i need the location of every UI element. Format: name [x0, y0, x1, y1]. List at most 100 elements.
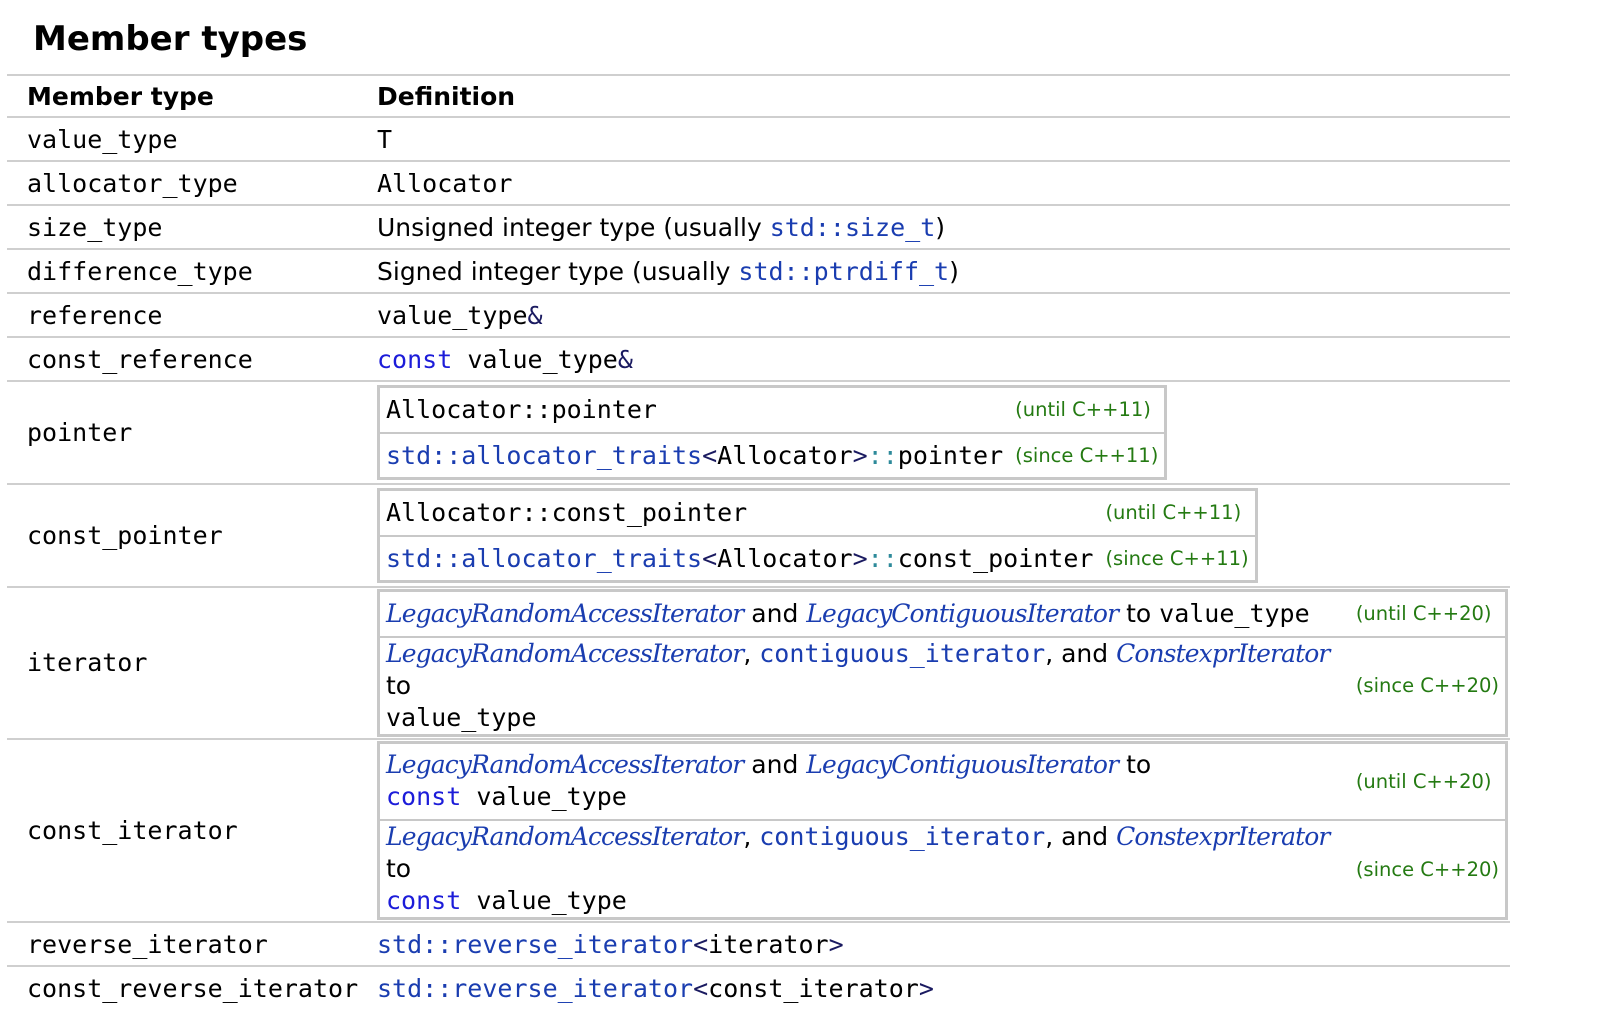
column-header-member-type: Member type: [7, 74, 377, 117]
page-title: Member types: [33, 19, 308, 59]
since-cxx20-badge: (since C++20): [1349, 819, 1507, 919]
conjunction-text: and: [743, 598, 807, 628]
until-cxx11-badge: (until C++11): [1015, 398, 1151, 422]
constexpr-iterator-link[interactable]: ConstexprIterator: [1116, 822, 1330, 851]
definition-text: Signed integer type (usually: [377, 256, 739, 286]
revision-row: LegacyRandomAccessIterator, contiguous_i…: [378, 635, 1507, 735]
table-row: iterator LegacyRandomAccessIterator and …: [7, 586, 1510, 739]
legacy-random-access-iterator-link[interactable]: LegacyRandomAccessIterator: [386, 750, 744, 780]
table-row: const_reference const value_type&: [7, 336, 1510, 381]
conjunction-text: to: [1118, 598, 1160, 628]
conjunction-text: to: [1118, 750, 1152, 780]
revision-table: LegacyRandomAccessIterator and LegacyCon…: [377, 589, 1508, 737]
value-type-code: value_type: [386, 702, 537, 732]
conjunction-text: and: [743, 750, 807, 780]
definition-text: ): [935, 212, 946, 242]
revision-text: LegacyRandomAccessIterator, contiguous_i…: [378, 635, 1350, 735]
revision-table: Allocator::pointer (until C++11) std::al…: [377, 385, 1168, 480]
member-name: pointer: [7, 380, 377, 484]
contiguous-iterator-link[interactable]: contiguous_iterator: [759, 822, 1046, 851]
since-cxx20-badge: (since C++20): [1349, 635, 1507, 735]
member-definition: LegacyRandomAccessIterator and LegacyCon…: [377, 737, 1510, 922]
reverse-iterator-link[interactable]: std::reverse_iterator: [377, 973, 694, 1003]
member-types-table: Member type Definition value_type T allo…: [7, 74, 1510, 1009]
table-row: difference_type Signed integer type (usu…: [7, 248, 1510, 293]
revision-text: LegacyRandomAccessIterator, contiguous_i…: [378, 819, 1350, 919]
table-row: pointer Allocator::pointer (until C++11)…: [7, 380, 1510, 484]
conjunction-text: , and: [1045, 822, 1117, 851]
allocator-traits-link[interactable]: std::allocator_traits: [386, 440, 703, 470]
ampersand-symbol: &: [617, 344, 633, 374]
ptrdiff-t-link[interactable]: std::ptrdiff_t: [738, 256, 950, 286]
angle-open: <: [693, 929, 709, 959]
table-row: const_reverse_iterator std::reverse_iter…: [7, 965, 1510, 1009]
definition-code: value_type: [452, 344, 618, 374]
ampersand-symbol: &: [527, 300, 543, 330]
angle-close: >: [852, 440, 868, 470]
scope-operator: ::: [867, 543, 898, 573]
member-definition: value_type&: [377, 292, 1510, 337]
contiguous-iterator-link[interactable]: contiguous_iterator: [759, 638, 1046, 668]
table-header-row: Member type Definition: [7, 74, 1510, 117]
definition-code: value_type: [377, 300, 528, 330]
revision-row: LegacyRandomAccessIterator and LegacyCon…: [379, 591, 1507, 637]
table-row: reverse_iterator std::reverse_iterator<i…: [7, 921, 1510, 966]
constexpr-iterator-link[interactable]: ConstexprIterator: [1116, 638, 1330, 668]
member-ref: pointer: [897, 440, 1004, 470]
member-definition: Unsigned integer type (usually std::size…: [377, 204, 1510, 249]
member-name: const_reverse_iterator: [7, 965, 377, 1009]
definition-text: ): [949, 256, 959, 286]
column-header-definition: Definition: [377, 74, 1510, 117]
template-arg: const_iterator: [708, 973, 919, 1003]
legacy-random-access-iterator-link[interactable]: LegacyRandomAccessIterator: [386, 822, 744, 851]
conjunction-text: ,: [743, 822, 760, 851]
const-keyword: const: [386, 782, 462, 812]
legacy-random-access-iterator-link[interactable]: LegacyRandomAccessIterator: [386, 598, 744, 628]
member-definition: Allocator::const_pointer (until C++11) s…: [377, 483, 1510, 587]
allocator-traits-link[interactable]: std::allocator_traits: [386, 543, 703, 573]
revision-row: Allocator::pointer (until C++11): [379, 387, 1166, 433]
legacy-contiguous-iterator-link[interactable]: LegacyContiguousIterator: [806, 750, 1119, 780]
template-arg: iterator: [708, 929, 829, 959]
definition-text: Unsigned integer type (usually: [377, 212, 770, 242]
conjunction-text: to: [386, 854, 412, 883]
member-name: const_iterator: [7, 737, 377, 922]
revision-table: Allocator::const_pointer (until C++11) s…: [377, 488, 1258, 583]
member-name: const_reference: [7, 336, 377, 381]
until-cxx20-badge: (until C++20): [1355, 769, 1492, 793]
until-cxx11-badge: (until C++11): [1105, 501, 1242, 525]
member-name: reverse_iterator: [7, 921, 377, 966]
revision-code: std::allocator_traits<Allocator>::pointe…: [378, 431, 1010, 479]
revision-row: std::allocator_traits<Allocator>::const_…: [378, 534, 1257, 582]
angle-open: <: [702, 543, 718, 573]
template-arg: Allocator: [717, 440, 853, 470]
value-type-code: value_type: [461, 782, 627, 812]
since-cxx11-badge: (since C++11): [1009, 431, 1166, 479]
scope-operator: ::: [867, 440, 898, 470]
revision-row: Allocator::const_pointer (until C++11): [379, 490, 1257, 536]
member-definition: LegacyRandomAccessIterator and LegacyCon…: [377, 586, 1510, 739]
revision-row: std::allocator_traits<Allocator>::pointe…: [378, 431, 1166, 479]
template-arg: Allocator: [717, 543, 853, 573]
member-definition: const value_type&: [377, 336, 1510, 381]
conjunction-text: to: [386, 670, 412, 700]
size-t-link[interactable]: std::size_t: [769, 212, 936, 242]
revision-text: LegacyRandomAccessIterator and LegacyCon…: [379, 742, 1350, 820]
revision-row: LegacyRandomAccessIterator and LegacyCon…: [379, 742, 1507, 820]
const-keyword: const: [386, 886, 462, 915]
member-name: allocator_type: [7, 160, 377, 205]
until-cxx20-badge: (until C++20): [1355, 602, 1492, 626]
table-row: reference value_type&: [7, 292, 1510, 337]
legacy-random-access-iterator-link[interactable]: LegacyRandomAccessIterator: [386, 638, 744, 668]
revision-code: std::allocator_traits<Allocator>::const_…: [378, 534, 1100, 582]
legacy-contiguous-iterator-link[interactable]: LegacyContiguousIterator: [806, 598, 1119, 628]
member-definition: Signed integer type (usually std::ptrdif…: [377, 248, 1510, 293]
table-row: allocator_type Allocator: [7, 160, 1510, 205]
revision-table: LegacyRandomAccessIterator and LegacyCon…: [377, 740, 1508, 920]
angle-open: <: [702, 440, 718, 470]
revision-text: LegacyRandomAccessIterator and LegacyCon…: [379, 591, 1350, 637]
member-name: size_type: [7, 204, 377, 249]
member-ref: const_pointer: [897, 543, 1094, 573]
reverse-iterator-link[interactable]: std::reverse_iterator: [377, 929, 694, 959]
const-keyword: const: [377, 344, 453, 374]
